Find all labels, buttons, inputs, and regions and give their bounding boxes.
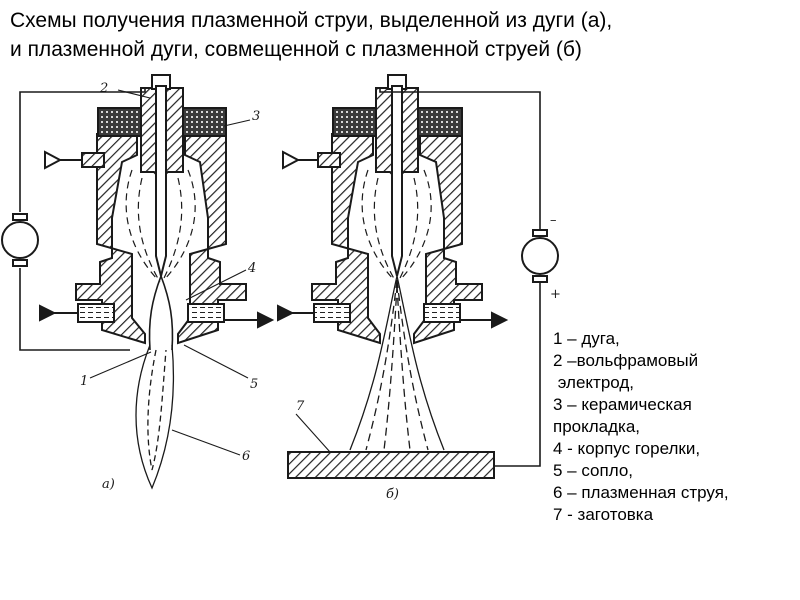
- legend-item-5: 5 – сопло,: [553, 461, 633, 480]
- legend-item-2: 2 –вольфрамовый: [553, 351, 699, 370]
- torch-b-power-source: [521, 237, 559, 275]
- torch-a-circuit: [19, 88, 146, 351]
- legend-item-6: 6 – плазменная струя,: [553, 483, 729, 502]
- legend-item-3: 3 – керамическая: [553, 395, 692, 414]
- panel-a-label: а): [102, 477, 115, 492]
- callout-5: 5: [250, 377, 258, 392]
- legend-item-3-cont: прокладка,: [553, 417, 641, 436]
- callout-2: 2: [99, 81, 108, 96]
- torch-b: [277, 74, 559, 479]
- callout-4: 4: [247, 261, 256, 276]
- torch-a-body-left: [75, 133, 146, 345]
- torch-a: [1, 74, 275, 490]
- torch-b-circuit: [379, 88, 541, 467]
- torch-a-plasma-jet: [135, 344, 175, 490]
- callout-labels: 2 3 4 5 1 6 7 а) б) – +: [80, 81, 561, 502]
- torch-a-tungsten-electrode: [155, 85, 167, 277]
- panel-b-label: б): [386, 487, 399, 502]
- legend-item-4: 4 - корпус горелки,: [553, 439, 701, 458]
- torch-a-arc: [148, 275, 174, 351]
- torch-b-body-right: [413, 133, 483, 345]
- torch-b-gas-arrow: [282, 150, 301, 170]
- polarity-minus: –: [550, 213, 557, 228]
- workpiece: [287, 451, 495, 479]
- legend: 1 – дуга, 2 –вольфрамовый электрод, 3 – …: [553, 328, 729, 526]
- torch-a-gas-inlet: [81, 152, 105, 168]
- torch-a-water-out-arrow: [257, 311, 275, 329]
- torch-a-body-right: [177, 133, 247, 345]
- slide-title: Схемы получения плазменной струи, выделе…: [10, 6, 790, 64]
- torch-a-power-source: [1, 221, 39, 259]
- callout-1: 1: [80, 374, 88, 389]
- polarity-plus: +: [550, 287, 561, 302]
- legend-item-2-cont: электрод,: [553, 373, 634, 392]
- callout-6: 6: [242, 449, 250, 464]
- title-line-1: Схемы получения плазменной струи, выделе…: [10, 9, 613, 32]
- callout-3: 3: [252, 109, 260, 124]
- title-line-2: и плазменной дуги, совмещенной с плазмен…: [10, 38, 582, 61]
- legend-item-1: 1 – дуга,: [553, 329, 620, 348]
- torch-a-water-in-arrow: [39, 304, 57, 322]
- leader-lines: [89, 89, 331, 456]
- torch-b-gas-inlet: [317, 152, 341, 168]
- legend-item-7: 7 - заготовка: [553, 505, 654, 524]
- torch-b-body-left: [311, 133, 381, 345]
- callout-7: 7: [296, 399, 305, 414]
- torch-b-tungsten-electrode: [391, 85, 403, 277]
- torch-b-water-out-arrow: [491, 311, 509, 329]
- torch-a-gas-arrow: [44, 150, 63, 170]
- torch-b-water-in-arrow: [277, 304, 295, 322]
- torch-b-plasma-arc: [349, 275, 445, 451]
